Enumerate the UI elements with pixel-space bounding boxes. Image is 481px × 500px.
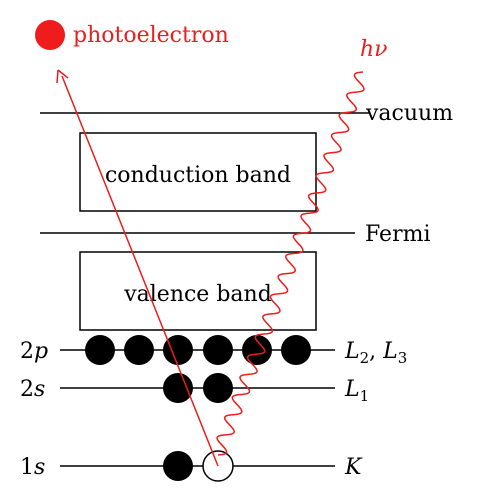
electron-2s-1 bbox=[163, 373, 193, 403]
orbital-2s: 2s L1 bbox=[20, 373, 369, 405]
photoelectron-trajectory bbox=[61, 75, 219, 467]
orbital-2s-right-label: L1 bbox=[344, 377, 369, 405]
electron-2p-4 bbox=[203, 335, 233, 365]
orbital-1s: 1s K bbox=[20, 450, 363, 482]
orbital-2p-left-label: 2p bbox=[20, 339, 48, 364]
orbital-2p: 2p L2, L3 bbox=[20, 335, 407, 367]
conduction-band-box bbox=[79, 132, 317, 212]
orbital-1s-right-label: K bbox=[344, 455, 363, 480]
orbital-2p-right-label: L2, L3 bbox=[344, 339, 407, 367]
photoelectron-arrowhead bbox=[56, 69, 69, 84]
electron-2p-2 bbox=[124, 335, 154, 365]
photon-label-h: h bbox=[360, 37, 374, 62]
orbital-1s-left-label: 1s bbox=[20, 455, 45, 480]
conduction-band-label: conduction band bbox=[105, 163, 291, 188]
vacuum-label: vacuum bbox=[365, 101, 453, 126]
incoming-photon-wave bbox=[216, 71, 365, 456]
photon-label-nu: ν bbox=[374, 37, 387, 62]
electron-1s-1 bbox=[163, 451, 193, 481]
electron-2p-1 bbox=[85, 335, 115, 365]
photoelectron-dot bbox=[35, 20, 65, 50]
electron-2p-5 bbox=[242, 335, 272, 365]
photoelectron-label: photoelectron bbox=[73, 23, 229, 48]
orbital-2s-left-label: 2s bbox=[20, 377, 45, 402]
electron-2s-2 bbox=[203, 373, 233, 403]
photon-label: hν bbox=[360, 37, 388, 62]
valence-band-box bbox=[79, 251, 317, 331]
fermi-label: Fermi bbox=[365, 222, 431, 247]
electron-2p-6 bbox=[281, 335, 311, 365]
valence-band-label: valence band bbox=[123, 282, 272, 307]
electron-2p-3 bbox=[163, 335, 193, 365]
